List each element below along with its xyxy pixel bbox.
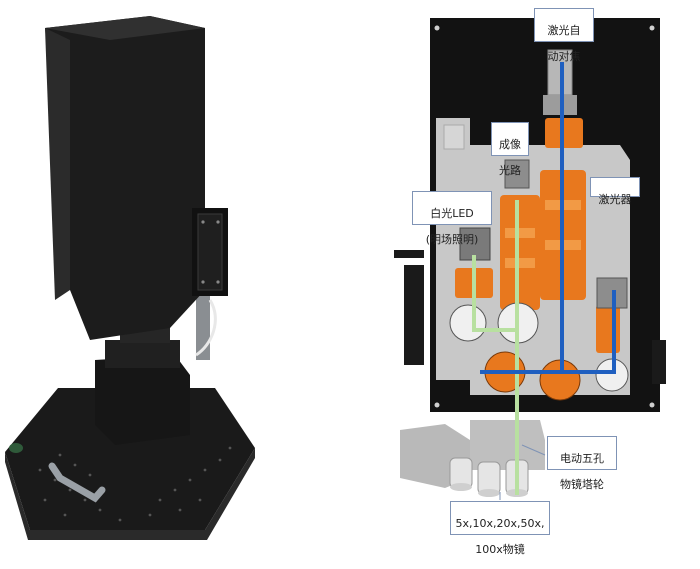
enclosure-side [45, 28, 70, 300]
side-tube [196, 290, 210, 360]
table-foot [9, 443, 23, 453]
camera [504, 159, 530, 189]
instrument-photo [5, 16, 255, 540]
side-module-face [197, 213, 223, 291]
left-bracket [394, 250, 424, 258]
label-imaging-path: 成像 光路 [491, 122, 529, 177]
label-autofocus-line1: 激光自 [547, 24, 581, 37]
breadboard-holes [38, 446, 232, 522]
stage-plate [105, 340, 180, 368]
cable [195, 299, 217, 357]
enclosure-tower [45, 16, 205, 340]
label-autofocus-line2: 动对焦 [547, 50, 581, 63]
label-laser: 激光器 [590, 177, 640, 206]
optical-breadboard [5, 388, 255, 530]
label-turret: 电动五孔 物镜塔轮 [547, 436, 617, 491]
xy-stage [95, 355, 190, 445]
label-laser-line1: 激光器 [598, 193, 632, 206]
label-white-led-line2: (明场照明) [425, 233, 479, 246]
led-path-beam [472, 255, 517, 332]
breadboard-edge [5, 448, 255, 540]
label-white-led-line1: 白光LED [430, 207, 474, 220]
label-turret-line1: 电动五孔 [560, 452, 604, 465]
led-module [459, 227, 491, 261]
enclosure-top [45, 16, 205, 40]
leader-lines [499, 444, 546, 500]
optical-schematic [394, 18, 666, 497]
label-objectives: 5x,10x,20x,50x, 100x物镜 [450, 501, 550, 556]
label-objectives-line2: 100x物镜 [475, 543, 525, 556]
label-turret-line2: 物镜塔轮 [560, 478, 604, 491]
right-bracket [652, 340, 666, 384]
label-imaging-path-line1: 成像 [499, 138, 521, 151]
label-autofocus: 激光自 动对焦 [534, 8, 594, 63]
label-white-led: 白光LED (明场照明) [412, 191, 492, 246]
label-objectives-line1: 5x,10x,20x,50x, [455, 517, 545, 530]
label-imaging-path-line2: 光路 [499, 164, 521, 177]
table-handle [48, 462, 106, 503]
figure [5, 16, 666, 540]
laser-beam-horizontal [480, 290, 616, 374]
